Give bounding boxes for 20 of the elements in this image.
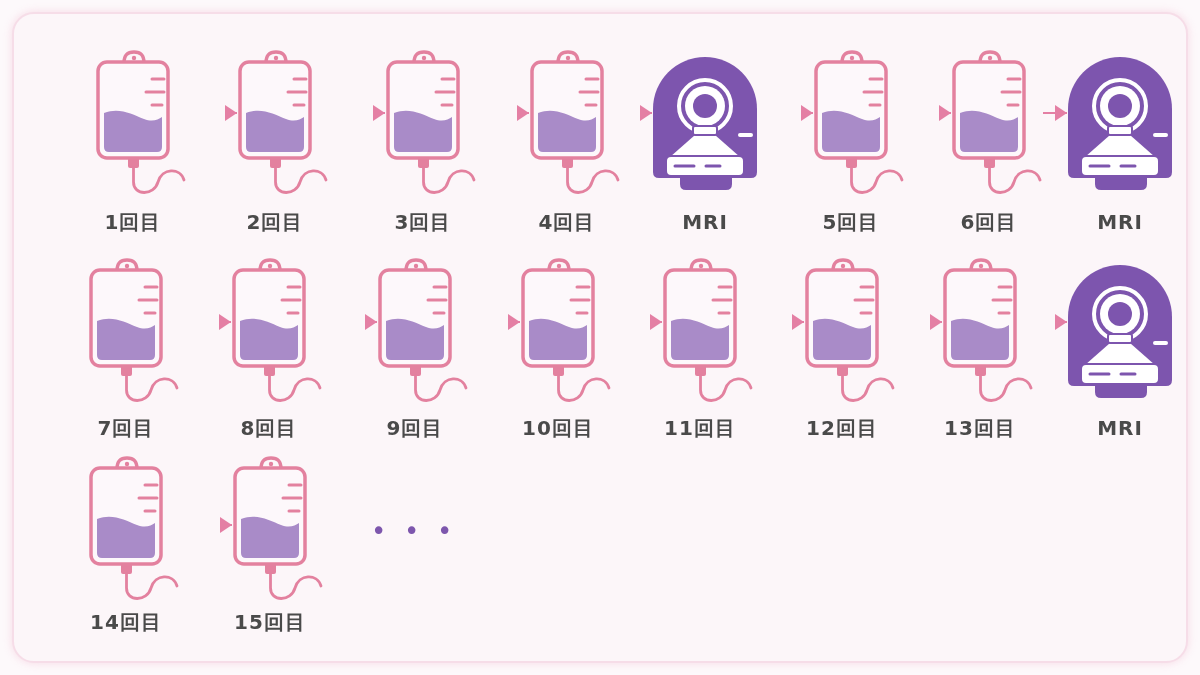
step-label: 12回目 [806, 416, 878, 440]
step-label: 9回目 [386, 416, 444, 440]
step-label: 10回目 [522, 416, 594, 440]
step-label: 1回目 [104, 210, 162, 234]
step-label: 14回目 [90, 610, 162, 634]
step-label: 6回目 [960, 210, 1018, 234]
step-label: 2回目 [246, 210, 304, 234]
step-label: MRI [682, 210, 728, 234]
step-label: 8回目 [240, 416, 298, 440]
step-label: 11回目 [664, 416, 736, 440]
step-label: MRI [1097, 416, 1143, 440]
arrow [1042, 105, 1068, 121]
step-label: 13回目 [944, 416, 1016, 440]
step-label: 7回目 [97, 416, 155, 440]
step-label: 4回目 [538, 210, 596, 234]
step-label: 3回目 [394, 210, 452, 234]
step-label: 5回目 [822, 210, 880, 234]
step-label: 15回目 [234, 610, 306, 634]
ellipsis-text: • • • [371, 516, 457, 546]
step-label: MRI [1097, 210, 1143, 234]
